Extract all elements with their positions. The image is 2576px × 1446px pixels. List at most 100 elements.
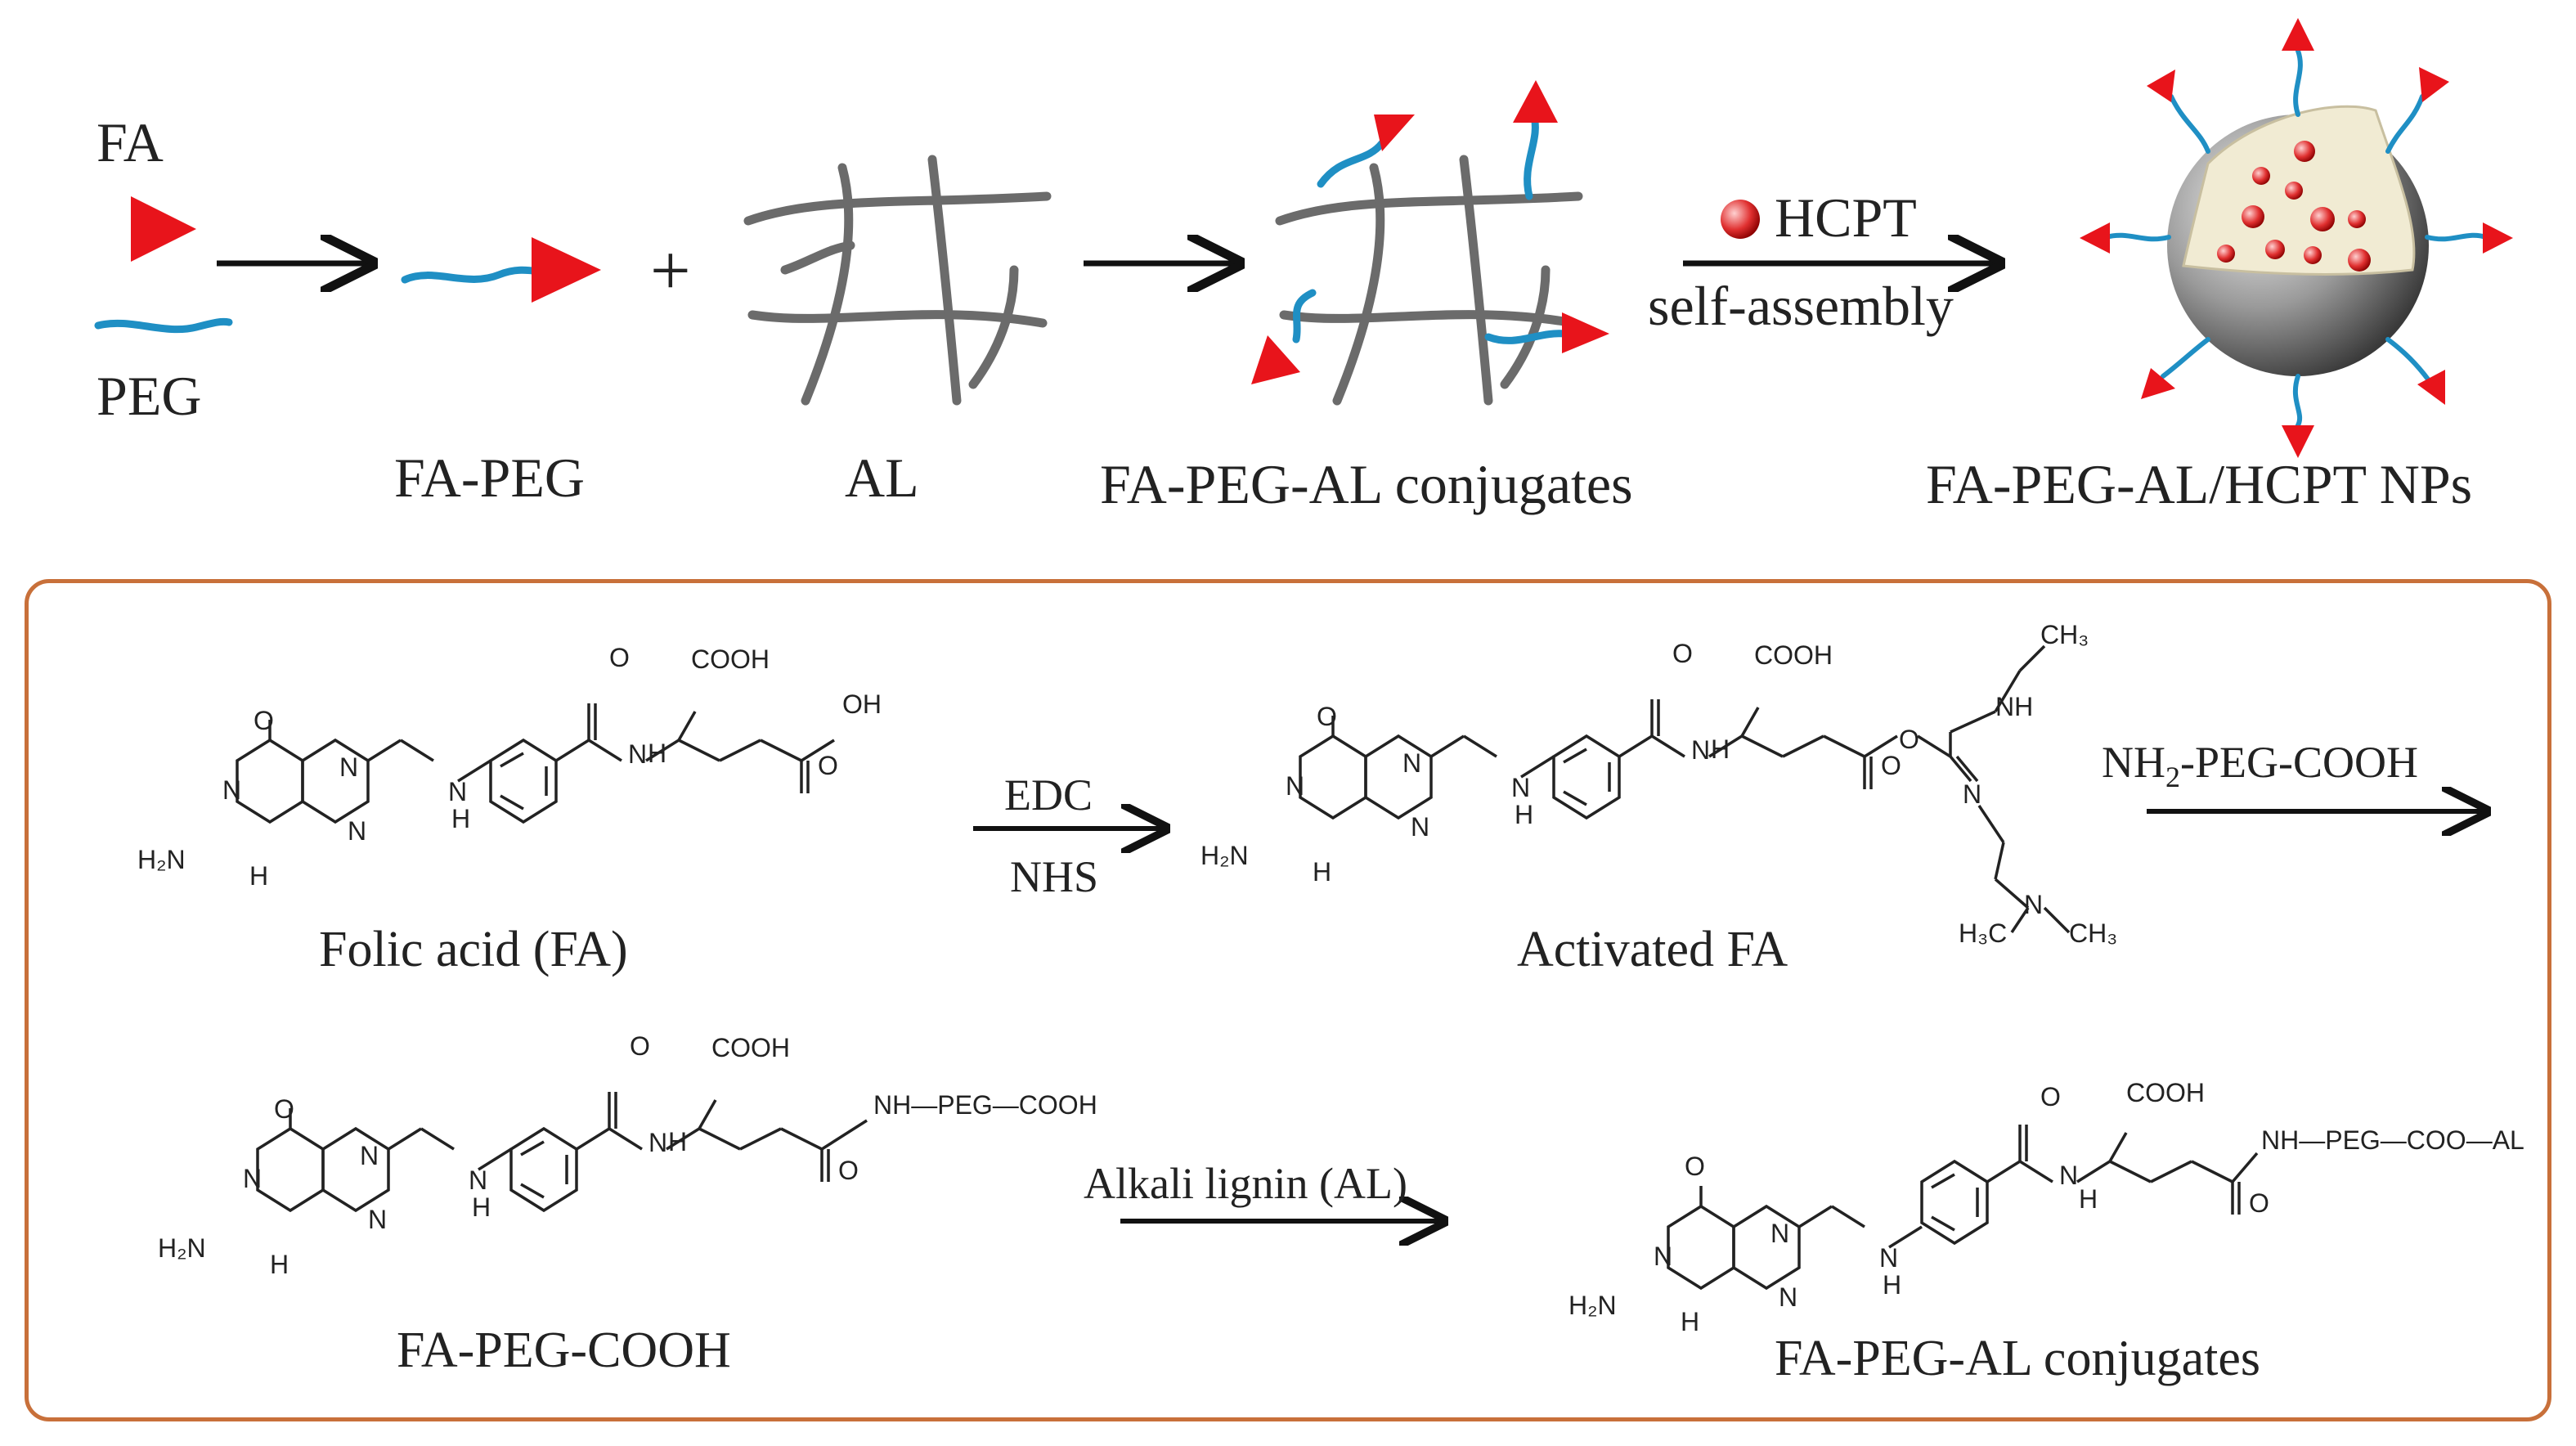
- atom-o: O: [274, 1094, 294, 1124]
- atom-n: N: [222, 775, 242, 805]
- atom-n: N: [648, 1128, 668, 1157]
- fa-label: FA: [96, 111, 164, 173]
- atom-cooh: COOH: [691, 644, 770, 674]
- atom-h: H: [249, 861, 269, 891]
- alkali-lignin-label: Alkali lignin (AL): [1084, 1159, 1407, 1208]
- atom-cooh: COOH: [1754, 640, 1833, 670]
- fa-peg-al-structure: [1667, 1125, 2259, 1291]
- peg-cooh-tail: NH—PEG—COOH: [873, 1090, 1097, 1120]
- atom-h2n: H₂N: [1568, 1291, 1617, 1320]
- atom-h2n: H₂N: [158, 1233, 206, 1263]
- atom-n: N: [348, 816, 367, 846]
- atom-oh: OH: [842, 689, 882, 719]
- atom-n: N: [1286, 771, 1305, 801]
- atom-h: H: [1711, 734, 1730, 764]
- atom-n: N: [1411, 812, 1430, 842]
- atom-n: N: [469, 1165, 488, 1195]
- conjugate-fa-icon: [1251, 335, 1300, 384]
- atom-n: N: [448, 777, 468, 806]
- atom-o: O: [1317, 702, 1337, 731]
- atom-n: N: [1779, 1282, 1798, 1312]
- atom-h: H: [1681, 1307, 1700, 1336]
- atom-n: N: [1770, 1219, 1790, 1248]
- hcpt-label: HCPT: [1775, 186, 1917, 249]
- atom-n: N: [1402, 748, 1422, 778]
- fa-peg-cooh-structure: [256, 1092, 868, 1213]
- atom-ch3: CH₃: [2040, 620, 2089, 649]
- atom-o: O: [2040, 1082, 2061, 1111]
- atom-n: N: [1879, 1243, 1899, 1273]
- conjugate-network-icon: [1275, 155, 1583, 406]
- atom-h: H: [1313, 857, 1332, 887]
- hcpt-drug-icon: [1721, 200, 1760, 239]
- top-scheme-graphics: [94, 18, 2513, 458]
- atom-o: O: [254, 706, 274, 735]
- atom-o: O: [1685, 1152, 1705, 1181]
- atom-h2n: H₂N: [1200, 841, 1249, 870]
- atom-o: O: [630, 1031, 650, 1061]
- atom-h: H: [472, 1192, 491, 1222]
- nanoparticle-icon: [2167, 105, 2429, 376]
- synthesis-panel: [25, 579, 2551, 1421]
- self-assembly-label: self-assembly: [1648, 275, 1954, 337]
- fa-peg-label: FA-PEG: [394, 447, 585, 509]
- atom-n: N: [2059, 1161, 2079, 1190]
- atom-h: H: [270, 1250, 289, 1279]
- fa-peg-chain-icon: [401, 266, 544, 284]
- edc-label: EDC: [1004, 770, 1093, 820]
- atom-ch3: CH₃: [2069, 918, 2118, 948]
- atom-h: H: [1883, 1270, 1902, 1300]
- peg-label: PEG: [96, 365, 202, 427]
- atom-n: N: [1654, 1242, 1673, 1271]
- atom-n: N: [360, 1141, 379, 1170]
- atom-cooh: COOH: [711, 1033, 790, 1062]
- nanoparticles-label: FA-PEG-AL/HCPT NPs: [1926, 453, 2473, 515]
- atom-o: O: [1881, 751, 1901, 780]
- atom-n: N: [339, 752, 359, 782]
- atom-h: H: [2079, 1184, 2098, 1214]
- conjugate-fa-icon: [1562, 312, 1609, 353]
- atom-o: O: [609, 643, 630, 672]
- nhs-label: NHS: [1010, 852, 1099, 901]
- atom-h: H: [668, 1127, 688, 1156]
- atom-n: N: [1511, 773, 1531, 802]
- nanoparticle-peg-arms: [2103, 48, 2488, 428]
- atom-nh: NH: [1995, 692, 2034, 721]
- al-label: AL: [845, 447, 919, 509]
- activated-fa-label: Activated FA: [1517, 922, 1788, 977]
- folic-acid-structure: [236, 703, 835, 824]
- lignin-network-icon: [743, 155, 1052, 406]
- atom-h: H: [648, 739, 667, 768]
- plus-sign: +: [650, 231, 691, 311]
- activated-fa-structure: [1299, 644, 2071, 934]
- folic-acid-label: Folic acid (FA): [319, 922, 628, 977]
- atom-n: N: [1691, 735, 1711, 765]
- atom-cooh: COOH: [2126, 1078, 2205, 1107]
- conjugate-fa-icon: [1513, 80, 1558, 123]
- atom-o: O: [838, 1156, 859, 1185]
- atom-n: N: [628, 739, 648, 769]
- atom-o: O: [818, 751, 838, 780]
- atom-h2n: H₂N: [137, 845, 186, 874]
- nh2-peg-cooh-label: NH2-PEG-COOH: [2102, 738, 2418, 793]
- atom-h: H: [1515, 800, 1534, 829]
- fa-triangle-icon: [131, 196, 196, 262]
- atom-o: O: [1899, 725, 1919, 754]
- atom-o: O: [2249, 1188, 2269, 1218]
- atom-n: N: [2024, 890, 2044, 919]
- nanoparticle-fa-icons: [2080, 18, 2513, 458]
- peg-al-tail: NH—PEG—COO—AL: [2261, 1125, 2524, 1155]
- atom-n: N: [368, 1205, 388, 1234]
- atom-o: O: [1672, 639, 1693, 668]
- atom-h3c: H₃C: [1959, 918, 2008, 948]
- atom-n: N: [1963, 779, 1982, 809]
- peg-chain-icon: [94, 317, 233, 334]
- conjugates-label: FA-PEG-AL conjugates: [1100, 453, 1633, 515]
- fa-peg-triangle-icon: [532, 237, 601, 303]
- atom-h: H: [451, 804, 471, 833]
- atom-n: N: [243, 1164, 263, 1193]
- conjugate-fa-icon: [1374, 115, 1415, 151]
- fa-peg-cooh-label: FA-PEG-COOH: [397, 1323, 731, 1378]
